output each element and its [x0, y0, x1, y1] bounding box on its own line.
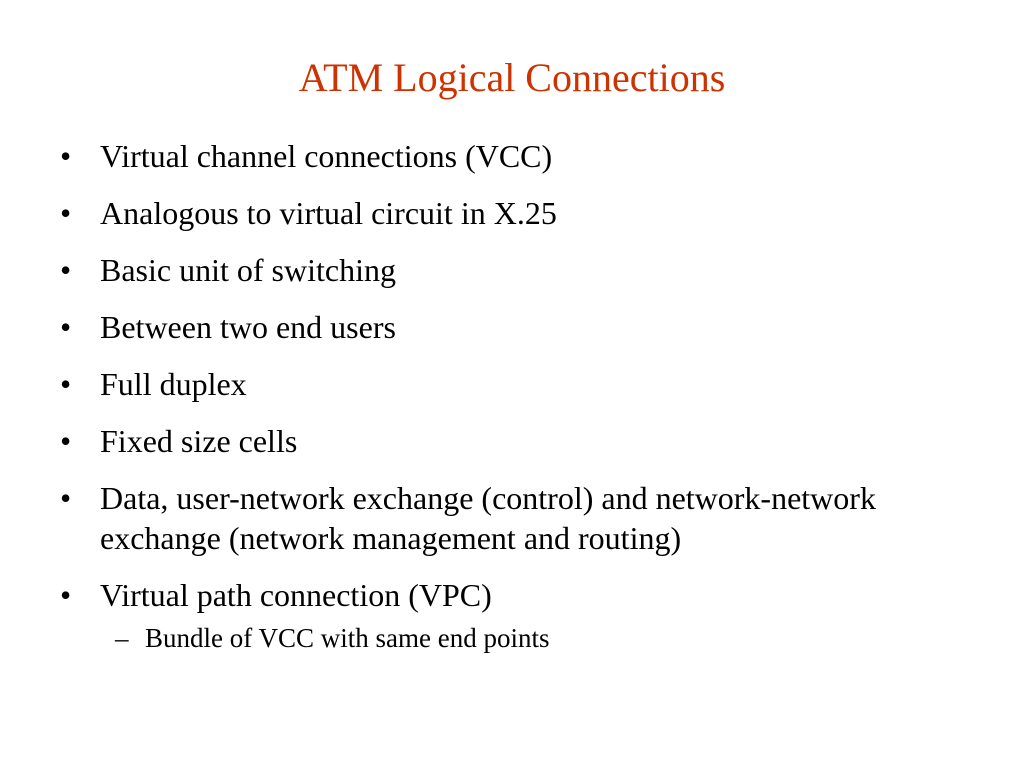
bullet-list: • Virtual channel connections (VCC) • An…: [0, 136, 1024, 655]
sub-bullet-marker: –: [115, 623, 129, 653]
bullet-text: Fixed size cells: [100, 423, 298, 459]
bullet-marker: •: [60, 480, 72, 516]
bullet-text: Between two end users: [100, 309, 396, 345]
sub-bullet-item: – Bundle of VCC with same end points: [0, 621, 985, 655]
bullet-item: • Data, user-network exchange (control) …: [0, 478, 980, 558]
bullet-marker: •: [60, 195, 72, 231]
bullet-text: Data, user-network exchange (control) an…: [100, 480, 876, 556]
sub-bullet-text: Bundle of VCC with same end points: [145, 623, 550, 653]
bullet-text: Analogous to virtual circuit in X.25: [100, 195, 557, 231]
bullet-item: • Virtual path connection (VPC): [0, 575, 980, 615]
bullet-text: Virtual channel connections (VCC): [100, 138, 553, 174]
bullet-marker: •: [60, 252, 72, 288]
bullet-item: • Full duplex: [0, 364, 980, 404]
bullet-marker: •: [60, 423, 72, 459]
bullet-marker: •: [60, 577, 72, 613]
bullet-text: Virtual path connection (VPC): [100, 577, 492, 613]
bullet-item: • Virtual channel connections (VCC): [0, 136, 980, 176]
bullet-item: • Basic unit of switching: [0, 250, 980, 290]
bullet-marker: •: [60, 138, 72, 174]
bullet-marker: •: [60, 309, 72, 345]
bullet-marker: •: [60, 366, 72, 402]
bullet-text: Full duplex: [100, 366, 247, 402]
bullet-item: • Fixed size cells: [0, 421, 980, 461]
bullet-item: • Analogous to virtual circuit in X.25: [0, 193, 980, 233]
bullet-text: Basic unit of switching: [100, 252, 396, 288]
slide-title: ATM Logical Connections: [298, 55, 726, 100]
bullet-item: • Between two end users: [0, 307, 980, 347]
